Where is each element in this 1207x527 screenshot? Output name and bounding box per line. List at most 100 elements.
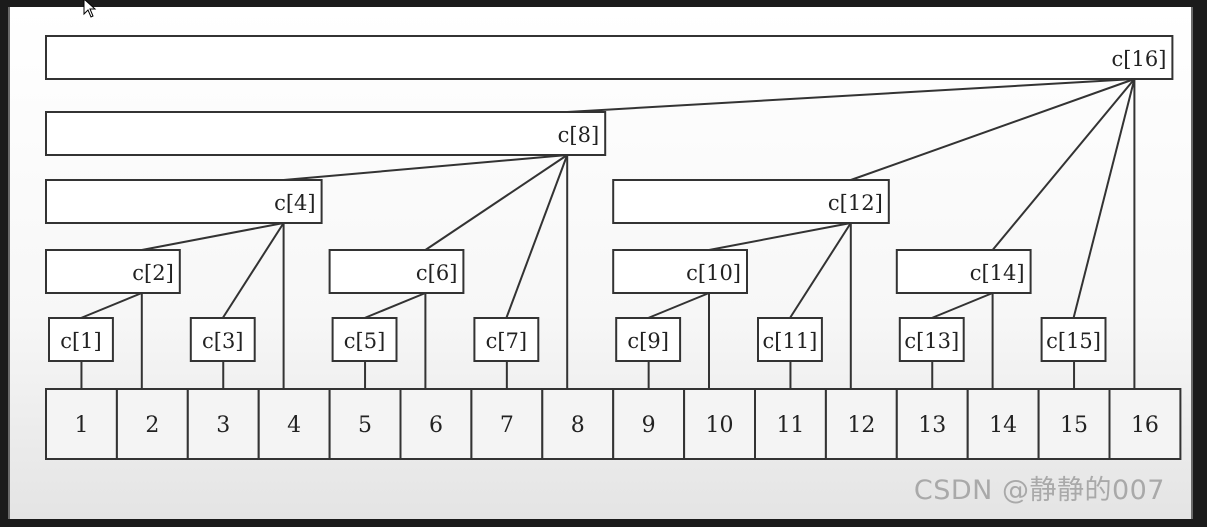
cell-label: 15 <box>1060 413 1088 438</box>
cell-label: 14 <box>989 413 1017 438</box>
node-label: c[9] <box>627 329 669 353</box>
tree-edge <box>789 222 852 319</box>
node-label: c[4] <box>274 191 316 215</box>
array-cell-7: 7 <box>470 388 544 460</box>
cell-label: 6 <box>429 413 443 438</box>
node-box <box>331 317 398 362</box>
cell-box <box>895 388 969 460</box>
node-c7: c[7] <box>473 317 540 362</box>
cell-label: 11 <box>776 413 804 438</box>
array-cell-9: 9 <box>612 388 686 460</box>
tree-edge <box>1072 78 1136 319</box>
array-cell-2: 2 <box>115 388 189 460</box>
node-box <box>1040 317 1107 362</box>
array-cell-1: 1 <box>45 388 118 460</box>
node-c13: c[13] <box>898 317 965 362</box>
cell-label: 2 <box>145 413 159 438</box>
array-cell-5: 5 <box>328 388 402 460</box>
mouse-cursor-icon <box>83 0 97 18</box>
cell-box <box>1108 388 1182 460</box>
node-c16: c[16] <box>45 35 1174 80</box>
node-label: c[5] <box>344 329 386 353</box>
tree-edge <box>424 154 568 251</box>
tree-edge <box>991 78 1136 251</box>
cell-label: 4 <box>287 413 301 438</box>
array-cell-14: 14 <box>966 388 1040 460</box>
array-cell-12: 12 <box>824 388 898 460</box>
cell-label: 12 <box>847 413 875 438</box>
cell-label: 1 <box>74 413 88 438</box>
node-box <box>45 35 1174 80</box>
tree-edge <box>708 222 851 251</box>
node-label: c[2] <box>132 261 174 285</box>
cell-label: 7 <box>500 413 514 438</box>
node-label: c[6] <box>416 261 458 285</box>
node-c12: c[12] <box>612 179 890 224</box>
cell-box <box>966 388 1040 460</box>
cell-label: 3 <box>216 413 230 438</box>
node-label: c[16] <box>1112 47 1167 71</box>
tree-edge <box>931 292 993 319</box>
cell-label: 16 <box>1131 413 1159 438</box>
tree-edge <box>647 292 710 319</box>
cell-box <box>186 388 260 460</box>
tree-edge <box>364 292 426 319</box>
node-c4: c[4] <box>45 179 323 224</box>
node-label: c[7] <box>486 329 528 353</box>
array-cell-3: 3 <box>186 388 260 460</box>
node-box <box>757 317 823 362</box>
node-box <box>45 179 323 224</box>
node-c15: c[15] <box>1040 317 1107 362</box>
array-cell-10: 10 <box>683 388 756 460</box>
node-box <box>189 317 256 362</box>
node-c6: c[6] <box>328 249 465 294</box>
array-cell-13: 13 <box>895 388 969 460</box>
tree-edge <box>141 222 284 251</box>
array-cell-6: 6 <box>399 388 473 460</box>
array-cell-11: 11 <box>754 388 827 460</box>
node-c11: c[11] <box>757 317 823 362</box>
tree-edge <box>850 78 1135 181</box>
node-box <box>328 249 465 294</box>
node-c10: c[10] <box>612 249 749 294</box>
node-c1: c[1] <box>48 317 114 362</box>
cell-label: 10 <box>706 413 734 438</box>
node-c14: c[14] <box>895 249 1032 294</box>
tree-edge <box>221 222 285 319</box>
array-cell-8: 8 <box>541 388 615 460</box>
tree-edge <box>567 78 1135 113</box>
array-cell-15: 15 <box>1037 388 1111 460</box>
node-label: c[11] <box>763 329 818 353</box>
node-label: c[1] <box>60 329 102 353</box>
node-box <box>612 179 890 224</box>
node-c3: c[3] <box>189 317 256 362</box>
array-cell-4: 4 <box>257 388 331 460</box>
node-box <box>615 317 682 362</box>
cell-label: 13 <box>918 413 946 438</box>
node-label: c[13] <box>904 329 959 353</box>
node-c2: c[2] <box>45 249 181 294</box>
node-box <box>473 317 540 362</box>
cell-label: 8 <box>571 413 585 438</box>
cell-label: 5 <box>358 413 372 438</box>
node-c9: c[9] <box>615 317 682 362</box>
node-box <box>895 249 1032 294</box>
cell-box <box>470 388 544 460</box>
node-label: c[12] <box>828 191 883 215</box>
node-box <box>45 111 607 156</box>
node-label: c[14] <box>970 261 1025 285</box>
tree-edge <box>80 292 143 319</box>
csdn-watermark: CSDN @静静的007 <box>913 475 1165 506</box>
cell-box <box>1037 388 1111 460</box>
cell-box <box>824 388 898 460</box>
cell-box <box>612 388 686 460</box>
cell-box <box>45 388 118 460</box>
node-label: c[10] <box>686 261 741 285</box>
nodes-layer: c[1] c[2] c[3] c[4] c[5] c[6] c[7] c[8] c[9] c[10… <box>45 35 1174 362</box>
node-box <box>898 317 965 362</box>
tree-edge <box>283 154 568 181</box>
node-label: c[8] <box>558 123 600 147</box>
node-c5: c[5] <box>331 317 398 362</box>
